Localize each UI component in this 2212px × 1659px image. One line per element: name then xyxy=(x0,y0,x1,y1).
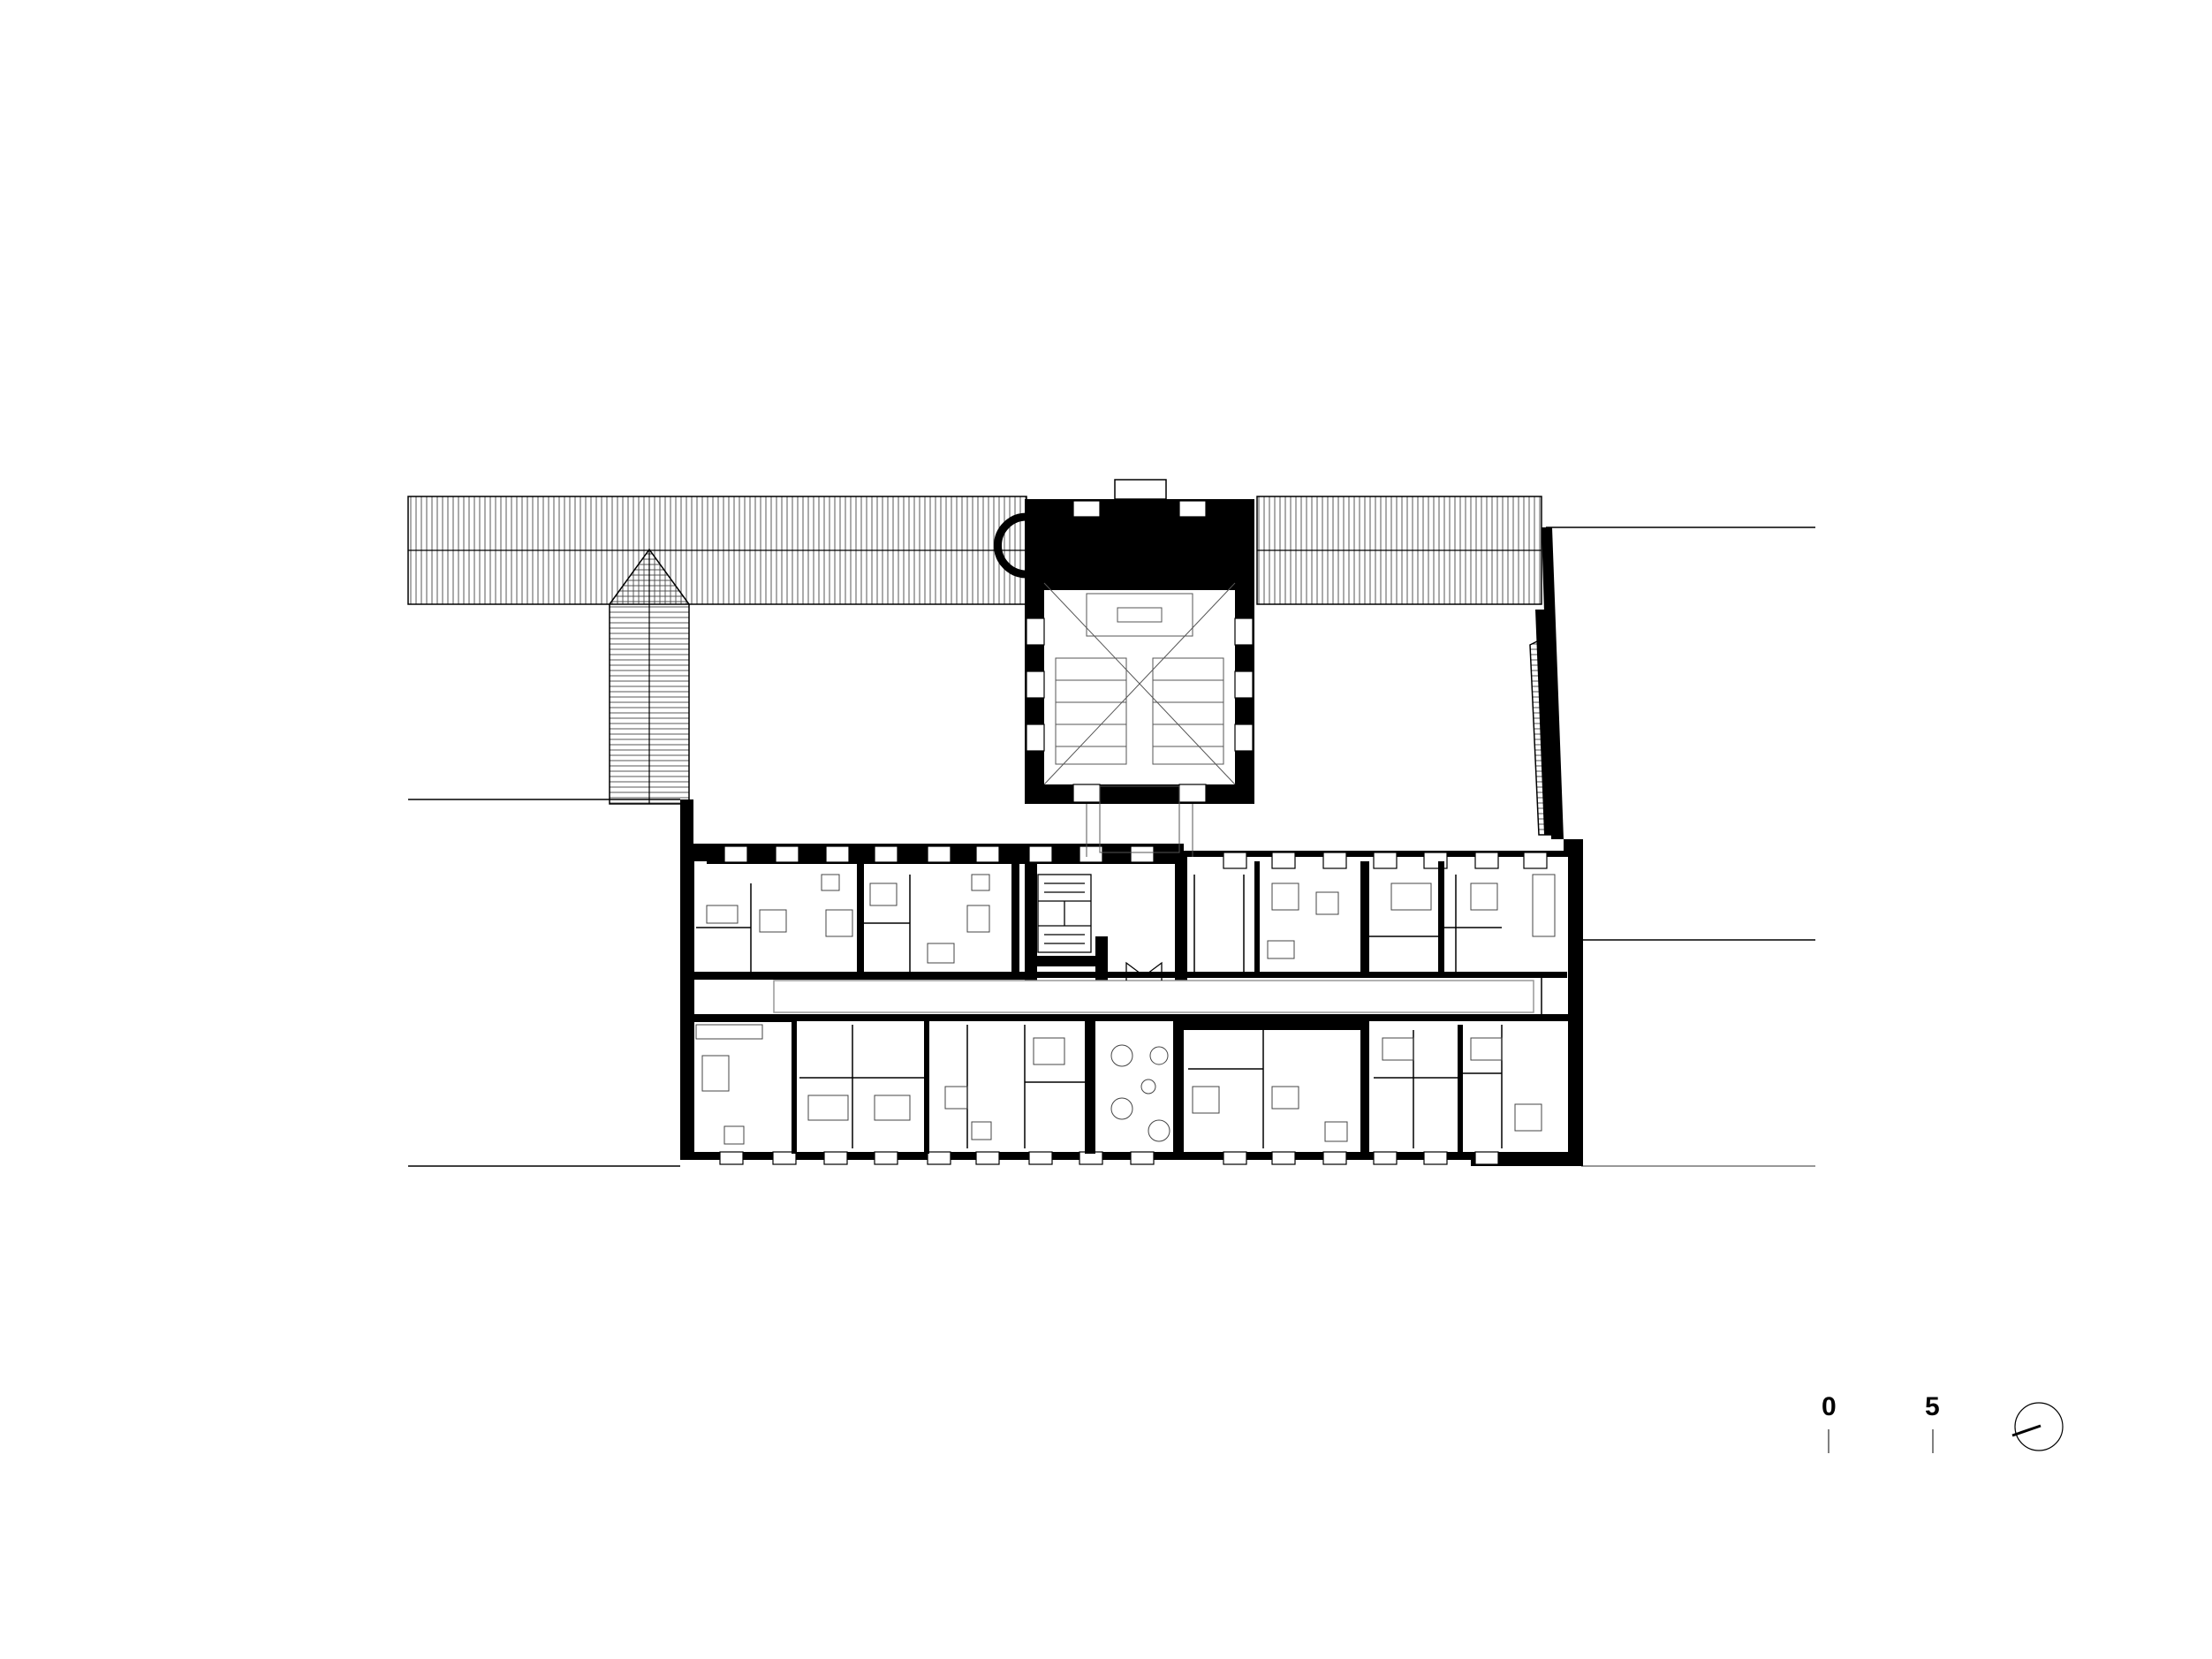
party-wall-right-lower xyxy=(1535,610,1555,835)
spiral-stair xyxy=(994,512,1027,579)
furniture xyxy=(695,874,1556,1145)
tower xyxy=(994,479,1254,857)
main-building xyxy=(680,799,1583,1166)
interior-walls xyxy=(694,857,1569,1154)
windows-bottom xyxy=(719,1151,1499,1165)
scale-label-end: 5 xyxy=(1925,1392,1940,1421)
neighbour-roofs xyxy=(407,496,1557,836)
north-arrow-icon xyxy=(2011,1402,2064,1451)
stair xyxy=(1037,874,1163,981)
thin-partitions xyxy=(696,875,1542,1148)
scale-bar xyxy=(1828,1429,1934,1453)
party-wall-right xyxy=(1542,527,1564,839)
tower-windows xyxy=(1026,500,1254,803)
chapel-furniture xyxy=(1043,582,1236,857)
site-lines xyxy=(408,526,1815,1167)
tower-walls xyxy=(1025,499,1254,804)
tower-upper-walls xyxy=(1025,499,1254,590)
windows-top xyxy=(723,845,1548,869)
tower-top-box xyxy=(1114,479,1167,500)
scale-label-start: 0 xyxy=(1822,1392,1837,1421)
